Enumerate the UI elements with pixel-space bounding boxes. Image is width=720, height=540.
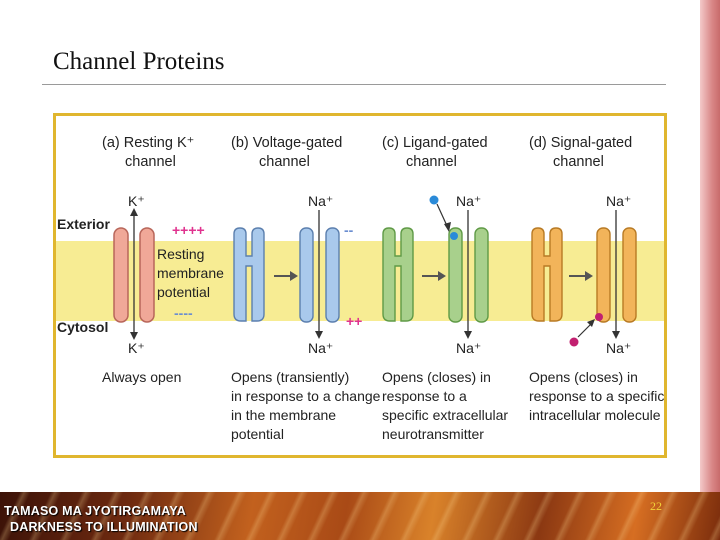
panel-a-title-1: (a) Resting K⁺ xyxy=(102,135,194,151)
panel-b-top-ion: Na⁺ xyxy=(308,193,333,209)
panel-a-top-ion: K⁺ xyxy=(128,193,145,209)
footer-banner xyxy=(0,492,720,540)
charge-plus-exterior: ++++ xyxy=(172,222,205,238)
ligand-arrow-head xyxy=(444,222,451,232)
panel-c-desc-1: Opens (closes) in xyxy=(382,369,491,385)
panel-d-bottom-ion: Na⁺ xyxy=(606,340,631,356)
exterior-label: Exterior xyxy=(57,216,110,232)
channel-c-open-right xyxy=(474,227,489,323)
na-arrow-b-head xyxy=(315,331,323,339)
channel-c-closed xyxy=(382,227,414,322)
panel-c-title-2: channel xyxy=(406,154,457,170)
panel-c-title-1: (c) Ligand-gated xyxy=(382,135,488,151)
figure-diagram: Exterior Cytosol (a) Resting K⁺ channel … xyxy=(56,135,664,442)
signal-arrow-head xyxy=(587,319,595,327)
panel-d-desc-3: intracellular molecule xyxy=(529,407,661,423)
k-arrow-down-head xyxy=(130,332,138,340)
resting-label-2: membrane xyxy=(157,265,224,281)
transition-arrow-c-head xyxy=(438,271,446,281)
channel-b-closed xyxy=(233,227,265,322)
resting-label-3: potential xyxy=(157,284,210,300)
banner-motto-line2: DARKNESS TO ILLUMINATION xyxy=(10,520,198,534)
k-arrow-up-head xyxy=(130,208,138,216)
banner-motto-line1: TAMASO MA JYOTIRGAMAYA xyxy=(4,504,186,518)
page-number: 22 xyxy=(650,499,662,513)
ligand-molecule xyxy=(429,195,439,205)
signal-molecule xyxy=(569,337,579,347)
panel-b-title-2: channel xyxy=(259,154,310,170)
panel-c-bottom-ion: Na⁺ xyxy=(456,340,481,356)
panel-b-desc-3: in the membrane xyxy=(231,407,336,423)
panel-c-desc-2: response to a xyxy=(382,388,467,404)
resting-label-1: Resting xyxy=(157,246,204,262)
panel-d-top-ion: Na⁺ xyxy=(606,193,631,209)
channel-a-left-subunit xyxy=(113,227,129,323)
channel-d-closed xyxy=(531,227,563,322)
panel-d-title-2: channel xyxy=(553,154,604,170)
channel-proteins-figure: Exterior Cytosol (a) Resting K⁺ channel … xyxy=(53,113,667,458)
channel-b-open-left xyxy=(299,227,314,323)
charge-minus-exterior-b: -- xyxy=(344,222,354,238)
panel-d-desc-2: response to a specific xyxy=(529,388,664,404)
panel-a-title-2: channel xyxy=(125,154,176,170)
panel-a-resting-k-channel: (a) Resting K⁺ channel K⁺ K⁺ ++++ ---- R… xyxy=(102,135,224,385)
panel-b-desc-4: potential xyxy=(231,426,284,442)
channel-a-right-subunit xyxy=(139,227,155,323)
panel-c-ligand-gated-channel: (c) Ligand-gated channel Na⁺ Na⁺ Opens (… xyxy=(382,135,508,442)
panel-c-desc-3: specific extracellular xyxy=(382,407,508,423)
panel-c-top-ion: Na⁺ xyxy=(456,193,481,209)
panel-b-title-1: (b) Voltage-gated xyxy=(231,135,342,151)
bound-signal xyxy=(595,313,603,321)
panel-b-voltage-gated-channel: (b) Voltage-gated channel Na⁺ Na⁺ -- ++ … xyxy=(231,135,381,442)
charge-plus-cytosol-b: ++ xyxy=(346,313,362,329)
channel-d-open-left xyxy=(596,227,611,323)
panel-a-bottom-ion: K⁺ xyxy=(128,340,145,356)
panel-d-desc-1: Opens (closes) in xyxy=(529,369,638,385)
banner-texture xyxy=(0,492,720,540)
na-arrow-c-head xyxy=(464,331,472,339)
panel-b-desc-1: Opens (transiently) xyxy=(231,369,349,385)
panel-d-signal-gated-channel: (d) Signal-gated channel Na⁺ Na⁺ Opens (… xyxy=(529,135,664,423)
panel-b-bottom-ion: Na⁺ xyxy=(308,340,333,356)
panel-c-desc-4: neurotransmitter xyxy=(382,426,484,442)
cytosol-label: Cytosol xyxy=(57,319,108,335)
na-arrow-d-head xyxy=(612,331,620,339)
channel-c-open-left xyxy=(448,227,463,323)
title-divider xyxy=(42,84,666,85)
signal-binding-arrow xyxy=(577,322,593,338)
decorative-edge xyxy=(700,0,720,492)
panel-b-desc-2: in response to a change xyxy=(231,388,381,404)
transition-arrow-b-head xyxy=(290,271,298,281)
transition-arrow-d-head xyxy=(585,271,593,281)
charge-minus-cytosol: ---- xyxy=(174,305,193,321)
channel-d-open-right xyxy=(622,227,637,323)
slide-title: Channel Proteins xyxy=(53,48,225,75)
bound-ligand xyxy=(450,232,458,240)
panel-d-title-1: (d) Signal-gated xyxy=(529,135,632,151)
panel-a-desc-1: Always open xyxy=(102,369,181,385)
channel-b-open-right xyxy=(325,227,340,323)
